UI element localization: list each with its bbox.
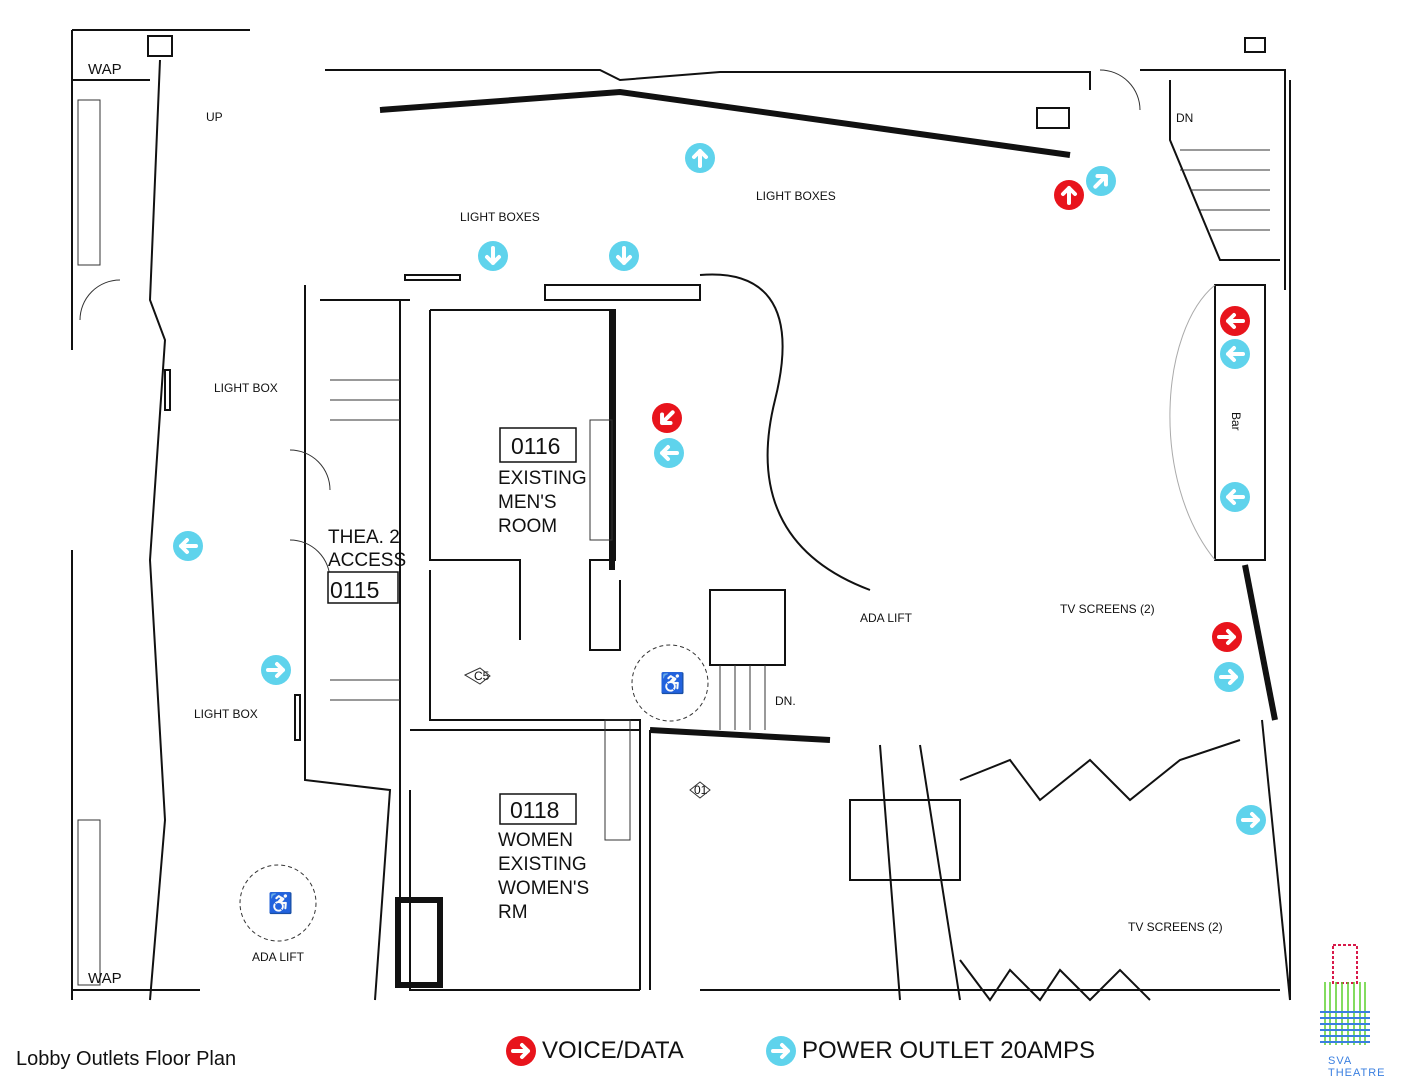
power-outlet-marker[interactable] [1080, 160, 1122, 202]
room-mens: 0116 EXISTING MEN'S ROOM [498, 427, 587, 537]
ada-lift-label: ADA LIFT [860, 611, 913, 625]
room-name: WOMEN'S [498, 878, 589, 899]
room-name: THEA. 2 [328, 527, 400, 548]
room-name: ROOM [498, 516, 557, 537]
power-outlet-marker[interactable] [685, 143, 715, 173]
voice-data-marker[interactable] [646, 397, 688, 439]
plan-title: Lobby Outlets Floor Plan [16, 1048, 237, 1070]
power-outlet-marker[interactable] [609, 241, 639, 271]
room-number: 0115 [330, 577, 379, 603]
power-outlet-marker[interactable] [478, 241, 508, 271]
legend-power-outlet: POWER OUTLET 20AMPS [766, 1036, 1095, 1066]
bar-label: Bar [1229, 412, 1243, 431]
power-outlet-marker[interactable] [1214, 662, 1244, 692]
wap-label: WAP [88, 970, 122, 987]
room-thea2: THEA. 2 ACCESS 0115 [327, 527, 406, 604]
room-name: EXISTING [498, 854, 587, 875]
power-outlet-icon [766, 1036, 796, 1066]
power-outlet-marker[interactable] [1236, 805, 1266, 835]
legend-voice-data: VOICE/DATA [506, 1036, 684, 1066]
light-boxes-label: LIGHT BOXES [756, 189, 836, 203]
room-number: 0118 [510, 797, 559, 823]
room-name: ACCESS [328, 550, 406, 571]
walls [71, 29, 1291, 1002]
room-name: EXISTING [498, 468, 587, 489]
logo-text: SVA THEATRE [1328, 1055, 1386, 1079]
room-number: 0116 [511, 433, 560, 459]
tv-screens-label: TV SCREENS (2) [1128, 920, 1223, 934]
power-outlet-marker[interactable] [1220, 339, 1250, 369]
room-name: RM [498, 902, 528, 923]
wheelchair-icon: ♿ [660, 671, 685, 695]
power-outlet-marker[interactable] [261, 655, 291, 685]
ada-lift-label: ADA LIFT [252, 950, 305, 964]
room-name: WOMEN [498, 830, 573, 851]
sva-theatre-logo [1320, 944, 1370, 1045]
voice-data-marker[interactable] [1220, 306, 1250, 336]
tag-c5: C5 [474, 669, 490, 683]
voice-data-marker[interactable] [1212, 622, 1242, 652]
voice-data-icon [506, 1036, 536, 1066]
light-box-label: LIGHT BOX [194, 707, 258, 721]
legend-label: POWER OUTLET 20AMPS [802, 1037, 1095, 1064]
wheelchair-icon: ♿ [268, 891, 293, 915]
power-outlet-marker[interactable] [173, 531, 203, 561]
dn-label: DN [1176, 111, 1193, 125]
voice-data-marker[interactable] [1054, 180, 1084, 210]
tv-screens-label: TV SCREENS (2) [1060, 602, 1155, 616]
legend-label: VOICE/DATA [542, 1037, 684, 1064]
outlet-markers [173, 143, 1266, 835]
up-label: UP [206, 110, 223, 124]
power-outlet-marker[interactable] [1220, 482, 1250, 512]
room-womens: 0118 WOMEN EXISTING WOMEN'S RM [498, 793, 589, 923]
wap-label: WAP [88, 61, 122, 78]
room-name: MEN'S [498, 492, 557, 513]
dn-label: DN. [775, 694, 796, 708]
light-boxes-label: LIGHT BOXES [460, 210, 540, 224]
power-outlet-marker[interactable] [654, 438, 684, 468]
tag-01: 01 [694, 783, 708, 797]
light-box-label: LIGHT BOX [214, 381, 278, 395]
plan-labels: WAP WAP UP DN LIGHT BOXES LIGHT BOXES LI… [88, 61, 1243, 987]
